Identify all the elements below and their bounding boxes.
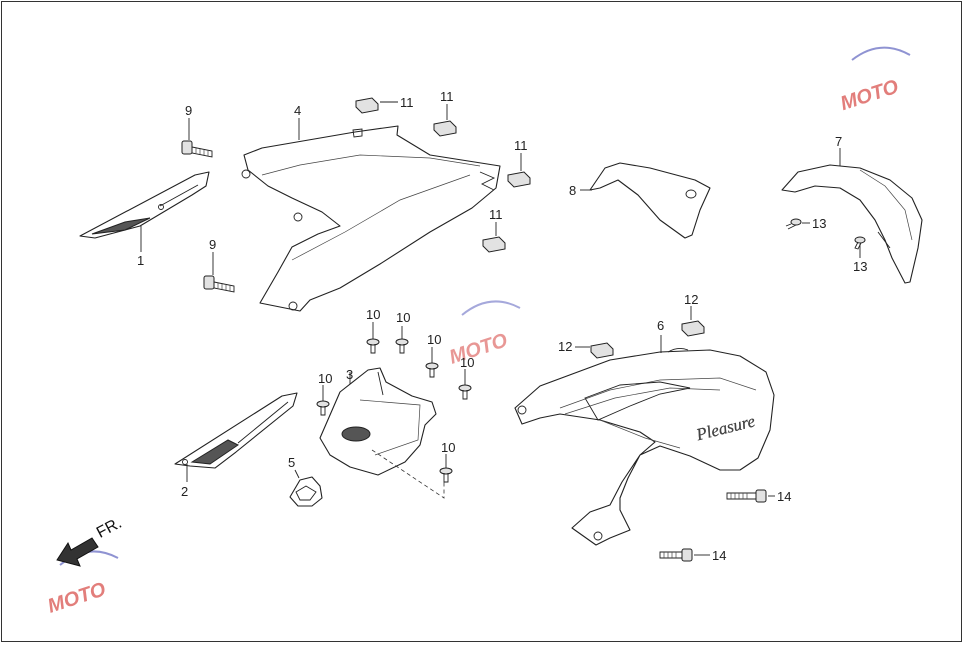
callout-4: 4 — [294, 103, 301, 118]
callout-14-lower: 14 — [712, 548, 726, 563]
screw-10-d — [458, 369, 472, 400]
callout-10-e: 10 — [318, 371, 332, 386]
part-6-side-cover: Pleasure — [514, 335, 775, 546]
callout-2: 2 — [181, 484, 188, 499]
part-1-cover-strip — [79, 171, 210, 252]
moto-logo-icon: MOTO — [45, 550, 119, 618]
callout-10-d: 10 — [460, 355, 474, 370]
screw-10-f — [439, 454, 453, 483]
callout-9-upper: 9 — [185, 103, 192, 118]
part-8-bracket — [580, 162, 711, 239]
callout-12-b: 12 — [684, 292, 698, 307]
callout-13-a: 13 — [812, 216, 826, 231]
part-4-inner-side-panel — [241, 118, 501, 312]
callout-12-a: 12 — [558, 339, 572, 354]
callout-11-d: 11 — [489, 207, 503, 222]
screw-10-c — [425, 347, 439, 378]
screw-13-b — [854, 236, 866, 258]
callout-8: 8 — [569, 183, 576, 198]
callout-11-a: 11 — [400, 95, 414, 110]
callout-14-upper: 14 — [777, 489, 791, 504]
part-2-cover-strip — [174, 392, 298, 482]
clip-nut-12-a — [575, 342, 614, 359]
clip-nut-11-a — [355, 97, 398, 114]
callout-9-lower: 9 — [209, 237, 216, 252]
svg-text:MOTO: MOTO — [838, 76, 902, 115]
svg-text:MOTO: MOTO — [45, 578, 109, 617]
clip-nut-11-b — [433, 104, 457, 137]
callout-13-b: 13 — [853, 259, 867, 274]
callout-3: 3 — [346, 367, 353, 382]
clip-nut-12-b — [681, 306, 705, 337]
callout-10-c: 10 — [427, 332, 441, 347]
screw-13-a — [785, 218, 810, 230]
callout-11-c: 11 — [514, 138, 528, 153]
clip-nut-11-d — [482, 222, 506, 253]
callout-5: 5 — [288, 455, 295, 470]
part-3-inner-cover — [319, 367, 437, 476]
front-arrow-icon — [56, 537, 99, 567]
callout-10-f: 10 — [441, 440, 455, 455]
bolt-14-upper — [726, 489, 775, 503]
callout-1: 1 — [137, 253, 144, 268]
part-5-clip — [289, 469, 323, 507]
front-direction-label: FR. — [94, 515, 125, 542]
callout-10-b: 10 — [396, 310, 410, 325]
screw-10-a — [366, 322, 380, 354]
callout-11-b: 11 — [440, 89, 454, 104]
callout-10-a: 10 — [366, 307, 380, 322]
callout-6: 6 — [657, 318, 664, 333]
bolt-9-lower — [203, 252, 235, 293]
clip-nut-11-c — [507, 153, 531, 188]
bolt-9-upper — [181, 118, 213, 158]
bolt-14-lower — [659, 548, 710, 562]
callout-7: 7 — [835, 134, 842, 149]
screw-10-b — [395, 326, 409, 354]
moto-logo-icon: MOTO — [838, 46, 911, 115]
screw-10-e — [316, 385, 330, 416]
svg-text:MOTO: MOTO — [447, 329, 511, 368]
moto-logo-icon: MOTO — [447, 300, 521, 369]
part-7-tail-cover — [781, 148, 923, 284]
